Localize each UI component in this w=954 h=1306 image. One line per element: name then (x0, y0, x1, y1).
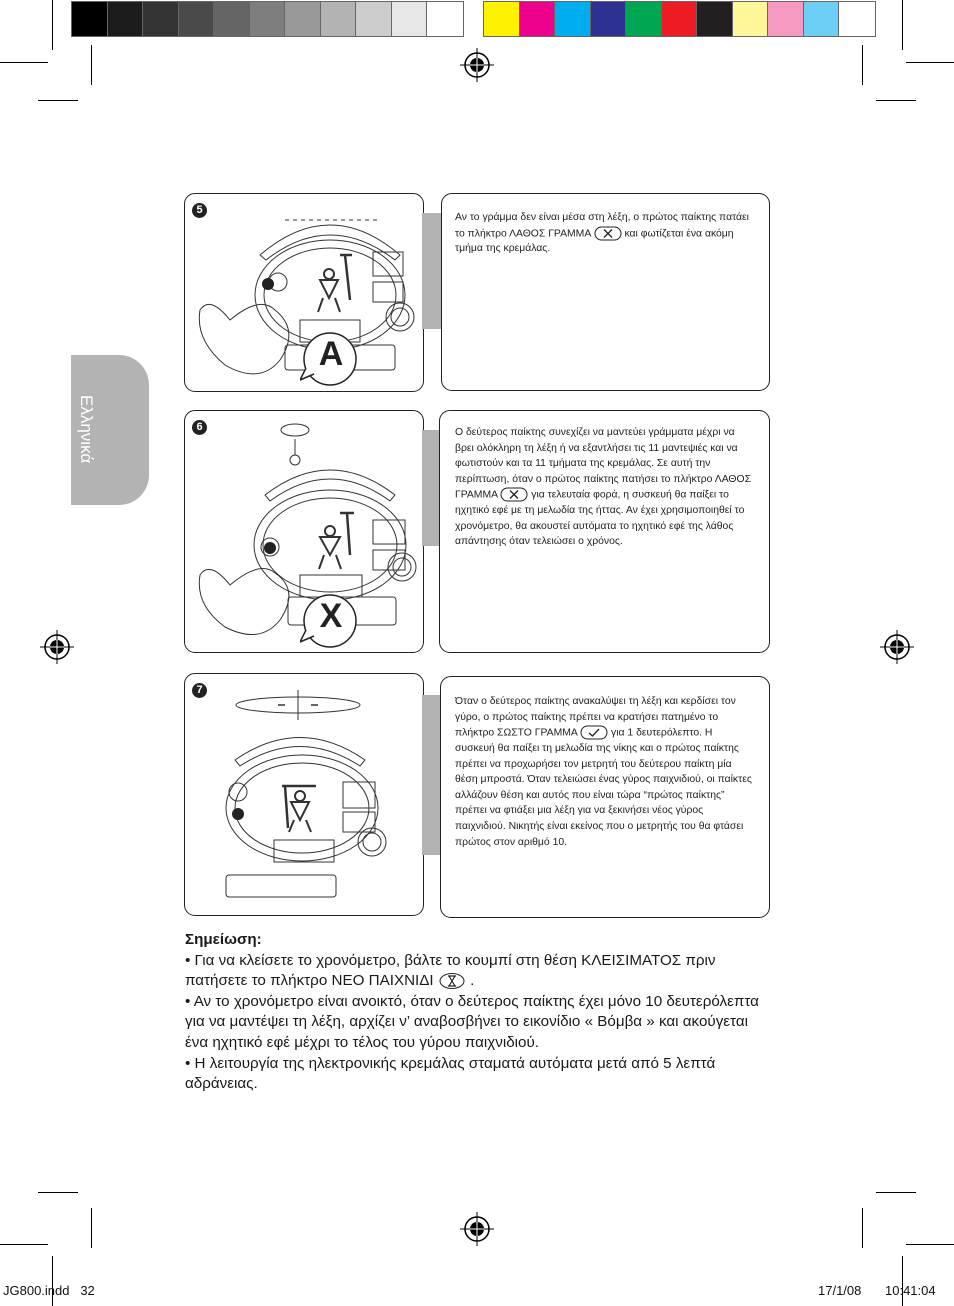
color-swatch (518, 1, 556, 37)
step-6-instructions: Ο δεύτερος παίκτης συνεχίζει να μαντεύει… (455, 427, 752, 548)
grey-swatch (319, 1, 357, 37)
registration-mark-icon (880, 630, 914, 664)
grey-swatch (142, 1, 180, 37)
correct-letter-button-icon (580, 725, 608, 740)
crop-mark (91, 1208, 92, 1248)
crop-mark (906, 1244, 954, 1245)
grey-swatch (390, 1, 428, 37)
step-6-text-panel (439, 410, 770, 653)
step-5-action-bubble (300, 332, 357, 386)
grey-swatch (284, 1, 322, 37)
step-6-illustration-panel (184, 410, 424, 653)
step-6-button-letter: X (319, 597, 343, 635)
connector-tab (422, 213, 442, 329)
step-5-instructions: Αν το γράμμα δεν είναι μέσα στη λέξη, ο … (455, 212, 749, 255)
grey-swatch (355, 1, 393, 37)
crop-mark (876, 100, 916, 101)
footer-date: 17/1/08 (818, 1283, 862, 1298)
new-game-button-icon (439, 973, 465, 990)
step-6-action-bubble (300, 594, 357, 648)
step-number-badge: 6 (192, 420, 207, 435)
crop-mark (91, 45, 92, 85)
wrong-letter-button-icon (594, 226, 622, 241)
crop-mark (0, 1244, 48, 1245)
note-title: Σημείωση: (185, 931, 262, 948)
step-number-badge: 5 (192, 203, 207, 218)
color-swatch (483, 1, 521, 37)
grey-swatch (71, 1, 109, 37)
crop-mark (52, 0, 53, 50)
color-swatch (731, 1, 769, 37)
grey-swatch (426, 1, 464, 37)
crop-mark (38, 100, 78, 101)
registration-mark-icon (40, 630, 74, 664)
step-5-text-panel (441, 193, 770, 391)
crop-mark (902, 0, 903, 50)
language-side-tab (71, 355, 149, 505)
grey-swatch (248, 1, 286, 37)
crop-mark (38, 1192, 78, 1193)
crop-mark (906, 62, 954, 63)
color-swatch (589, 1, 627, 37)
note-bullet-1: • Για να κλείσετε το χρονόμετρο, βάλτε τ… (185, 951, 716, 990)
registration-mark-icon (460, 1212, 494, 1246)
crop-mark (0, 62, 48, 63)
registration-mark-icon (460, 48, 494, 82)
step-7-instructions: Όταν ο δεύτερος παίκτης ανακαλύψει τη λέ… (455, 696, 752, 848)
crop-mark (862, 45, 863, 85)
note-bullet-3: • Η λειτουργία της ηλεκτρονικής κρεμάλας… (185, 1054, 716, 1093)
step-5-button-letter: A (318, 335, 344, 373)
note-section: Σημείωση: • Για να κλείσετε το χρονόμετρ… (185, 930, 765, 1095)
connector-tab (422, 430, 442, 546)
wrong-letter-button-icon (500, 487, 528, 502)
color-swatch (802, 1, 840, 37)
step-7-text-panel (440, 676, 770, 918)
crop-mark (876, 1192, 916, 1193)
step-number-badge: 7 (192, 683, 207, 698)
color-swatch (554, 1, 592, 37)
footer-file-info: JG800.indd 32 (3, 1283, 95, 1298)
connector-tab (422, 695, 442, 855)
color-swatch (767, 1, 805, 37)
grey-swatch (213, 1, 251, 37)
color-swatch (838, 1, 876, 37)
color-swatch (696, 1, 734, 37)
hangman-device-illustration (225, 690, 387, 898)
crop-mark (52, 1256, 53, 1306)
grey-swatch (106, 1, 144, 37)
grey-swatch (177, 1, 215, 37)
language-label: Ελληνικά (77, 395, 96, 464)
crop-mark (902, 1256, 903, 1306)
note-bullet-2: • Αν το χρονόμετρο είναι ανοικτό, όταν ο… (185, 992, 759, 1051)
color-swatch (660, 1, 698, 37)
color-swatch (625, 1, 663, 37)
footer-time: 10:41:04 (885, 1283, 936, 1298)
crop-mark (862, 1208, 863, 1248)
